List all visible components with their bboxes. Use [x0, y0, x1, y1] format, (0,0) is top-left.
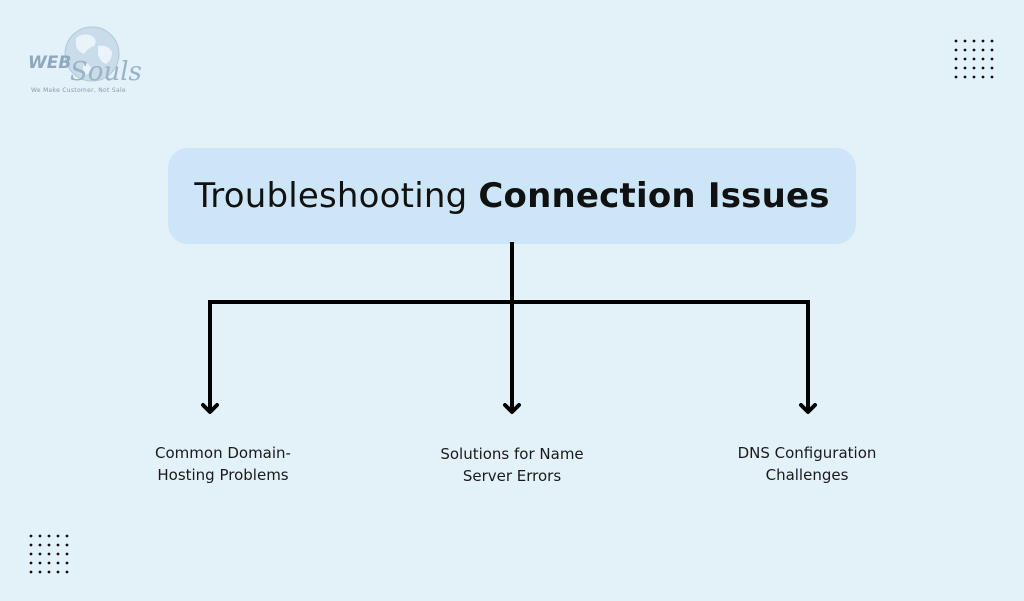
branch-common-domain-hosting: Common Domain- Hosting Problems [133, 442, 313, 486]
dot-grid-decoration-top-right [954, 39, 994, 79]
title-bold-text: Connection Issues [478, 176, 830, 216]
branch-label-line2: Hosting Problems [157, 466, 289, 484]
globe-logo-icon: WEB Souls [28, 26, 141, 87]
branch-label-line2: Server Errors [462, 467, 562, 485]
title-box: Troubleshooting Connection Issues [168, 148, 856, 244]
websouls-logo: WEB Souls We Make Customer, Not Sale [26, 24, 141, 99]
arrow-down-icon [799, 403, 817, 414]
branch-label-line1: Solutions for Name [440, 445, 584, 463]
logo-tagline: We Make Customer, Not Sale [31, 87, 126, 94]
branch-name-server-errors: Solutions for Name Server Errors [422, 443, 602, 487]
branch-dns-configuration: DNS Configuration Challenges [717, 442, 897, 486]
logo-souls-text: Souls [70, 57, 141, 87]
arrow-down-icon [503, 403, 521, 414]
branch-label-line2: Challenges [765, 466, 849, 484]
branch-label-line1: Common Domain- [155, 444, 291, 462]
branch-label-line1: DNS Configuration [737, 444, 877, 462]
logo-web-text: WEB [28, 53, 71, 73]
dot-grid-decoration-bottom-left [29, 534, 69, 574]
arrow-down-icon [201, 403, 219, 414]
title-regular-text: Troubleshooting [194, 176, 468, 216]
